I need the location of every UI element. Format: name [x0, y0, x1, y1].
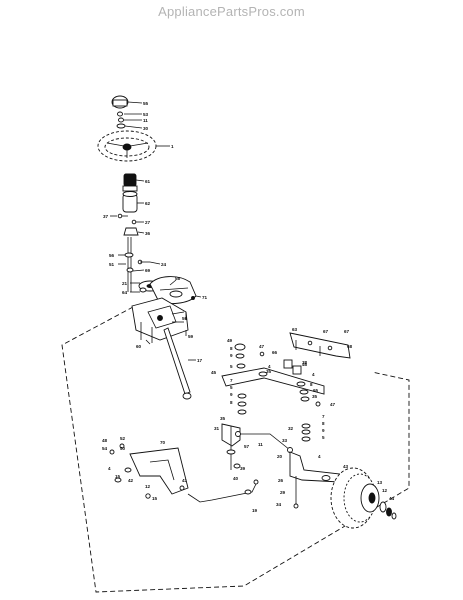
callout: 19 [252, 508, 258, 513]
callout: 26 [278, 478, 284, 483]
callout: 27 [145, 220, 151, 225]
callout: 63 [292, 327, 298, 332]
callout: 31 [214, 426, 220, 431]
callout: 41 [182, 478, 188, 483]
callout: 59 [182, 316, 188, 321]
callout: 40 [233, 476, 239, 481]
callout: 5 [230, 364, 233, 369]
callout: 62 [145, 201, 151, 206]
callout: 52 [120, 436, 126, 441]
callout: 46 [302, 362, 308, 367]
callout: 15 [115, 474, 121, 479]
right-spindle [289, 451, 341, 483]
callout: 60 [136, 344, 142, 349]
callout: 9 [322, 428, 325, 433]
callout: 70 [160, 440, 166, 445]
callout: 71 [202, 295, 208, 300]
callout: 68 [347, 344, 353, 349]
callout: 24 [161, 262, 167, 267]
callout: 61 [145, 179, 151, 184]
callout: 39 [240, 466, 246, 471]
steering-lower-rod [187, 483, 257, 503]
callout: 38 [302, 360, 308, 365]
callout: 69 [145, 268, 151, 273]
steering-adapter [123, 173, 137, 187]
callout: 13 [377, 480, 383, 485]
callout: 67 [323, 329, 329, 334]
callout-leaders [110, 101, 202, 361]
callout: 47 [330, 402, 336, 407]
callout: 34 [276, 502, 282, 507]
axle-support-bracket [289, 332, 351, 359]
callout: 35 [312, 394, 318, 399]
callout: 4 [318, 454, 321, 459]
callout: 44 [389, 496, 395, 501]
callout: 12 [145, 484, 151, 489]
callout: 30 [143, 126, 149, 131]
callout: 55 [143, 101, 149, 106]
lower-bracket-group [109, 443, 259, 503]
callout: 8 [310, 382, 313, 387]
callout: 4 [108, 466, 111, 471]
callout: 8 [322, 421, 325, 426]
callout: 37 [103, 214, 109, 219]
callout: 8 [230, 400, 233, 405]
callout: 33 [282, 438, 288, 443]
callout: 7 [322, 414, 325, 419]
callout: 17 [197, 358, 203, 363]
callout: 50 [120, 446, 126, 451]
callout: 12 [382, 488, 388, 493]
callout: 9 [230, 353, 233, 358]
callout: 59 [188, 334, 194, 339]
callout: 51 [109, 262, 115, 267]
callout: 9 [230, 392, 233, 397]
steering-gear-group [131, 276, 197, 400]
callout: 11 [258, 442, 263, 447]
callout: 4 [268, 364, 271, 369]
callout: 35 [220, 416, 226, 421]
callout: 21 [122, 281, 128, 286]
lower-support-bracket [129, 447, 189, 495]
callout: 65 [313, 388, 319, 393]
callout: 4 [312, 372, 315, 377]
callout: 36 [145, 231, 151, 236]
callout: 48 [102, 438, 108, 443]
part-callouts: 55 53 11 30 1 61 62 37 27 36 56 51 24 69… [102, 101, 395, 513]
callout: 58 [175, 276, 181, 281]
callout: 42 [128, 478, 134, 483]
site-watermark: AppliancePartsPros.com [158, 4, 305, 19]
callout: 67 [344, 329, 350, 334]
callout: 7 [230, 378, 233, 383]
callout: 5 [322, 435, 325, 440]
front-wheel-group [330, 467, 397, 529]
callout: 53 [143, 112, 149, 117]
callout: 49 [227, 338, 233, 343]
callout: 43 [343, 464, 349, 469]
front-axle-group [221, 332, 351, 509]
callout: 56 [109, 253, 115, 258]
callout: 66 [272, 350, 278, 355]
axle-main-bar [221, 367, 325, 395]
callout: 29 [280, 490, 286, 495]
callout: 47 [259, 344, 265, 349]
tie-rod [238, 433, 291, 451]
callout: 8 [230, 346, 233, 351]
drag-link [163, 327, 191, 395]
callout: 57 [244, 444, 250, 449]
callout: 35 [266, 369, 272, 374]
callout: 45 [211, 370, 217, 375]
callout: 32 [288, 426, 294, 431]
callout: 54 [102, 446, 108, 451]
callout: 11 [143, 118, 148, 123]
assembly-outline [61, 306, 410, 593]
callout: 1 [171, 144, 174, 149]
callout: 15 [152, 496, 158, 501]
callout: 5 [230, 385, 233, 390]
callout: 20 [277, 454, 283, 459]
callout: 64 [122, 290, 128, 295]
